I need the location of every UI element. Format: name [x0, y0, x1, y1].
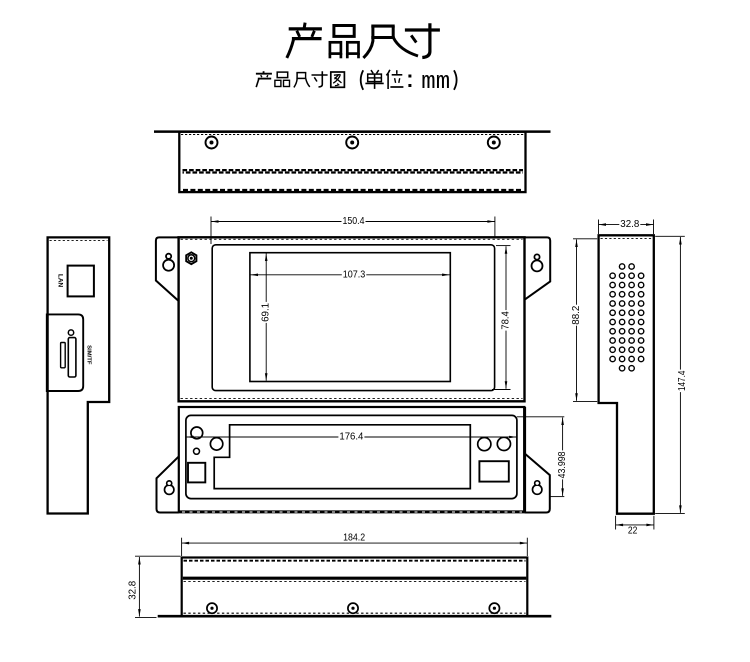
svg-text:150.4: 150.4 [343, 216, 365, 227]
svg-text:43.998: 43.998 [557, 451, 568, 478]
svg-text:mm: mm [421, 69, 450, 96]
svg-text:147.4: 147.4 [677, 370, 688, 391]
svg-text:88.2: 88.2 [571, 305, 582, 324]
svg-text:32.8: 32.8 [127, 580, 138, 599]
svg-text:LAN: LAN [57, 274, 64, 288]
svg-text:176.4: 176.4 [339, 432, 363, 443]
svg-text:184.2: 184.2 [343, 533, 365, 544]
svg-text:SIM/TF: SIM/TF [86, 345, 92, 365]
svg-text:107.3: 107.3 [343, 269, 366, 280]
svg-text:32.8: 32.8 [620, 219, 639, 230]
svg-text:78.4: 78.4 [501, 311, 512, 330]
svg-text:69.1: 69.1 [261, 302, 272, 321]
svg-text:22: 22 [628, 525, 638, 536]
